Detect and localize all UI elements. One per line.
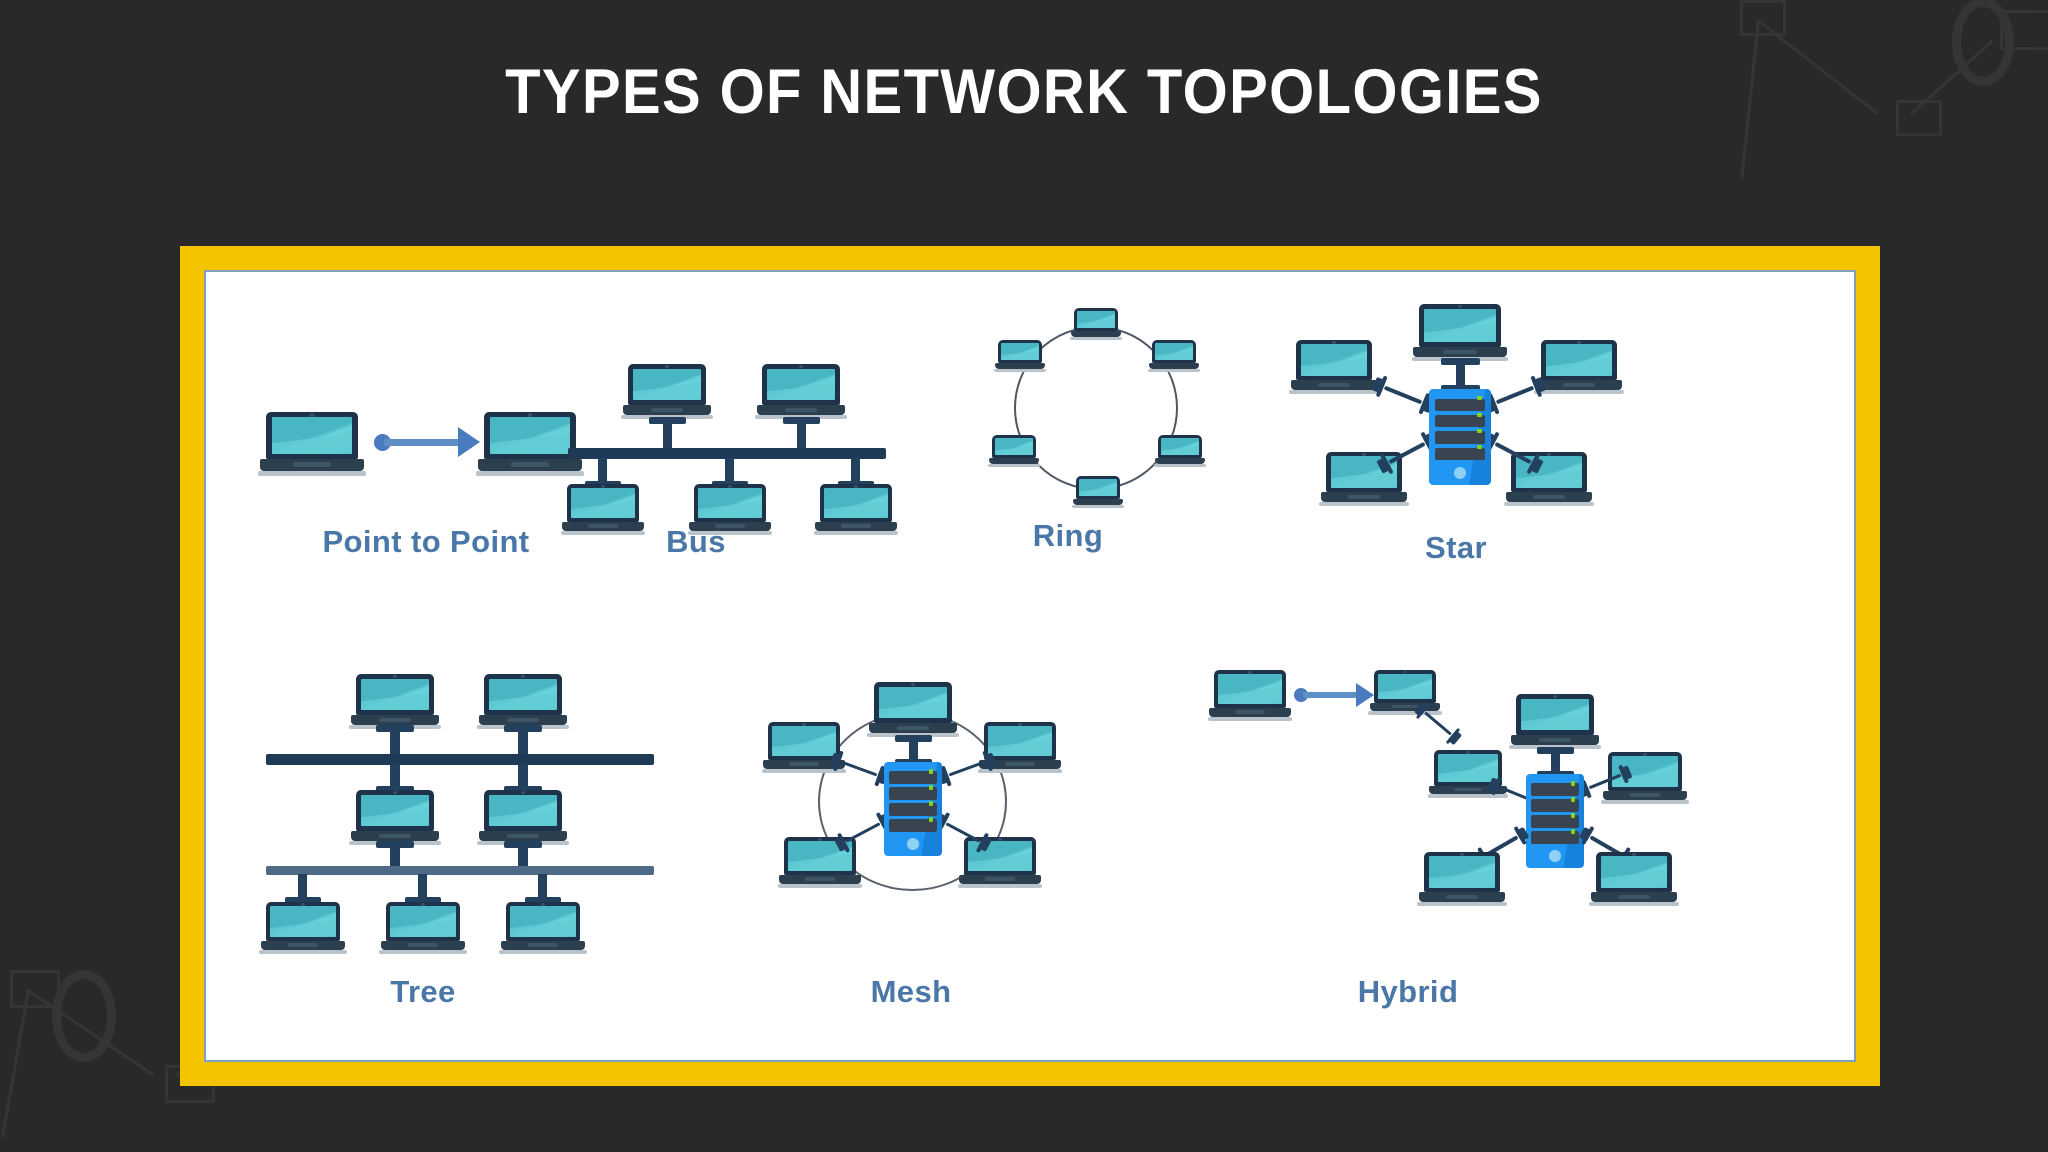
page-title: TYPES OF NETWORK TOPOLOGIES xyxy=(505,57,1543,127)
topology-bus: Bus xyxy=(560,312,936,642)
laptop-icon xyxy=(257,412,367,476)
cable-connector-icon xyxy=(390,728,400,758)
cable-connector-icon xyxy=(1482,373,1548,417)
topology-label-ring: Ring xyxy=(1032,518,1104,553)
cable-connector-icon xyxy=(909,738,918,762)
cable-connector-icon xyxy=(783,417,820,424)
laptop-icon xyxy=(259,902,347,954)
laptop-icon xyxy=(754,364,848,419)
cable-connector-icon xyxy=(725,458,734,484)
laptop-icon xyxy=(1207,670,1293,721)
server-tower-icon xyxy=(1429,389,1491,485)
topology-star: Star xyxy=(1286,292,1626,632)
cable-connector-icon xyxy=(504,725,542,732)
laptop-icon xyxy=(687,484,773,535)
cable-connector-icon xyxy=(1370,373,1436,417)
laptop-icon xyxy=(475,412,585,476)
cable-connector-icon xyxy=(518,844,528,870)
topology-label-star: Star xyxy=(1425,530,1487,565)
cable-connector-icon xyxy=(538,874,547,900)
laptop-icon xyxy=(1070,308,1122,340)
topology-label-point-to-point: Point to Point xyxy=(322,524,530,559)
laptop-icon xyxy=(761,722,847,773)
cable-connector-icon xyxy=(895,735,932,742)
laptop-icon xyxy=(1508,694,1602,749)
laptop-icon xyxy=(1154,435,1206,467)
cable-connector-icon xyxy=(1456,362,1465,388)
cable-connector-icon xyxy=(390,764,400,790)
cable-connector-icon xyxy=(504,786,542,793)
content-panel: Point to Point xyxy=(204,270,1856,1062)
laptop-icon xyxy=(813,484,899,535)
laptop-icon xyxy=(1534,340,1624,394)
cable-connector-icon xyxy=(390,844,400,870)
cable-connector-icon xyxy=(1441,358,1480,365)
laptop-icon xyxy=(476,790,570,845)
laptop-icon xyxy=(379,902,467,954)
server-tower-icon xyxy=(1526,774,1584,868)
cable-connector-icon xyxy=(1441,385,1480,392)
cable-connector-icon xyxy=(1537,747,1574,754)
topology-tree: Tree xyxy=(259,662,696,1032)
cable-connector-icon xyxy=(518,764,528,790)
cable-connector-icon xyxy=(518,728,528,758)
cable-connector-icon xyxy=(376,725,414,732)
topology-mesh: Mesh xyxy=(761,662,1116,1032)
cable-connector-icon xyxy=(797,420,806,452)
laptop-icon xyxy=(476,674,570,729)
topology-point-to-point: Point to Point xyxy=(226,312,626,642)
laptop-icon xyxy=(1289,340,1379,394)
laptop-icon xyxy=(1411,304,1509,361)
topology-label-tree: Tree xyxy=(390,974,456,1009)
cable-connector-icon xyxy=(504,841,542,848)
laptop-icon xyxy=(348,674,442,729)
topology-ring: Ring xyxy=(976,292,1296,632)
cable-connector-icon xyxy=(418,874,427,900)
tree-backbone-level1 xyxy=(266,754,654,765)
cable-connector-icon xyxy=(285,897,321,904)
cable-connector-icon xyxy=(663,420,672,452)
laptop-icon xyxy=(1368,670,1442,715)
laptop-icon xyxy=(994,340,1046,372)
topology-label-hybrid: Hybrid xyxy=(1357,974,1459,1009)
topology-hybrid: Hybrid xyxy=(1196,642,1689,1032)
laptop-icon xyxy=(348,790,442,845)
cable-connector-icon xyxy=(598,458,607,484)
laptop-icon xyxy=(866,682,960,737)
laptop-icon xyxy=(1589,852,1679,906)
cable-connector-icon xyxy=(298,874,307,900)
topology-label-bus: Bus xyxy=(666,524,726,559)
cable-connector-icon xyxy=(376,786,414,793)
cable-connector-icon xyxy=(1551,750,1560,774)
laptop-icon xyxy=(1072,476,1124,508)
cable-connector-icon xyxy=(405,897,441,904)
laptop-icon xyxy=(977,722,1063,773)
cable-connector-icon xyxy=(376,841,414,848)
laptop-icon xyxy=(1417,852,1507,906)
laptop-icon xyxy=(560,484,646,535)
laptop-icon xyxy=(620,364,714,419)
laptop-icon xyxy=(988,435,1040,467)
cable-connector-icon xyxy=(525,897,561,904)
laptop-icon xyxy=(1148,340,1200,372)
tree-backbone-level2 xyxy=(266,866,654,875)
cable-connector-icon xyxy=(649,417,686,424)
cable-connector-icon xyxy=(851,458,860,484)
server-tower-icon xyxy=(884,762,942,856)
topology-label-mesh: Mesh xyxy=(870,974,952,1009)
content-frame: Point to Point xyxy=(180,246,1880,1086)
laptop-icon xyxy=(499,902,587,954)
bus-backbone xyxy=(568,448,886,459)
